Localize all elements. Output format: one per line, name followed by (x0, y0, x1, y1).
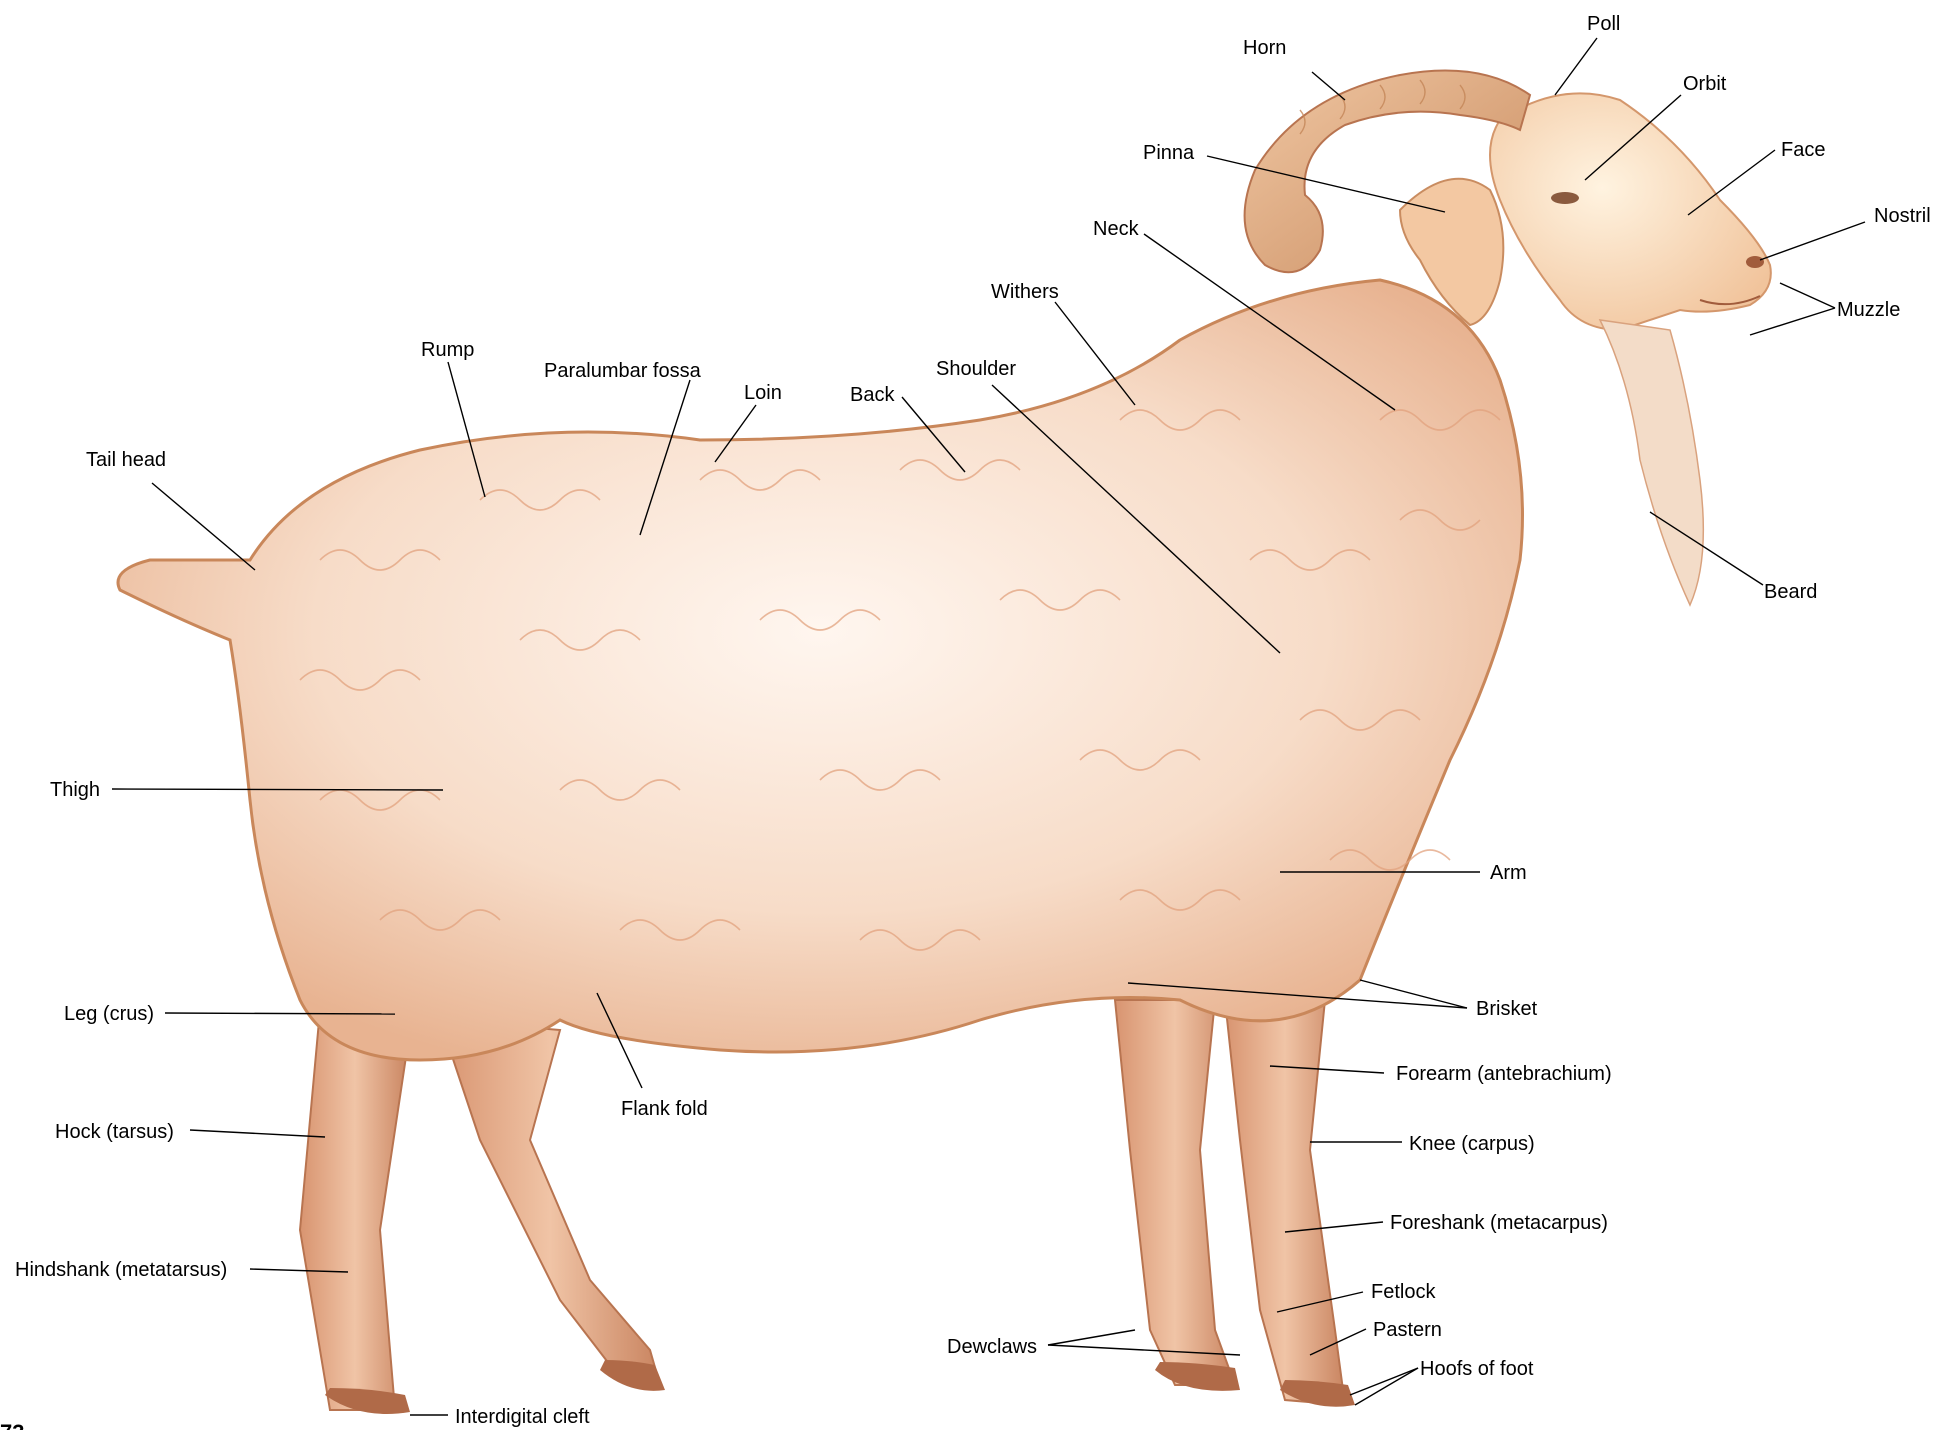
label-face: Face (1781, 139, 1825, 161)
label-pastern: Pastern (1373, 1319, 1442, 1341)
label-withers: Withers (991, 281, 1059, 303)
label-dewclaws: Dewclaws (947, 1336, 1037, 1358)
label-pinna: Pinna (1143, 142, 1195, 164)
label-loin: Loin (744, 382, 782, 404)
label-fetlock: Fetlock (1371, 1281, 1436, 1303)
label-shoulder: Shoulder (936, 358, 1016, 380)
goat-eye (1551, 192, 1579, 204)
label-arm: Arm (1490, 862, 1527, 884)
label-leg: Leg (crus) (64, 1003, 154, 1025)
label-knee: Knee (carpus) (1409, 1133, 1535, 1155)
label-brisket: Brisket (1476, 998, 1538, 1020)
label-foreshank: Foreshank (metacarpus) (1390, 1212, 1608, 1234)
label-rump: Rump (421, 339, 474, 361)
goat-head (1490, 93, 1771, 330)
label-horn: Horn (1243, 37, 1286, 59)
label-hindshank: Hindshank (metatarsus) (15, 1259, 227, 1281)
label-hoofs: Hoofs of foot (1420, 1358, 1534, 1380)
label-interdigital-cleft: Interdigital cleft (455, 1406, 590, 1428)
label-neck: Neck (1093, 218, 1140, 240)
page-number: 73 (0, 1420, 24, 1430)
label-hock: Hock (tarsus) (55, 1121, 174, 1143)
fore-legs (1115, 1000, 1355, 1407)
label-thigh: Thigh (50, 779, 100, 801)
label-back: Back (850, 384, 895, 406)
label-flank-fold: Flank fold (621, 1098, 708, 1120)
goat-nose (1746, 256, 1764, 268)
label-tail-head: Tail head (86, 449, 166, 471)
label-beard: Beard (1764, 581, 1817, 603)
goat-body (118, 280, 1523, 1060)
label-forearm: Forearm (antebrachium) (1396, 1063, 1612, 1085)
label-poll: Poll (1587, 13, 1620, 35)
label-orbit: Orbit (1683, 73, 1727, 95)
label-paralumbar-fossa: Paralumbar fossa (544, 360, 702, 382)
label-muzzle: Muzzle (1837, 299, 1900, 321)
hind-legs (300, 1010, 665, 1414)
label-nostril: Nostril (1874, 205, 1931, 227)
goat-beard (1600, 320, 1703, 605)
